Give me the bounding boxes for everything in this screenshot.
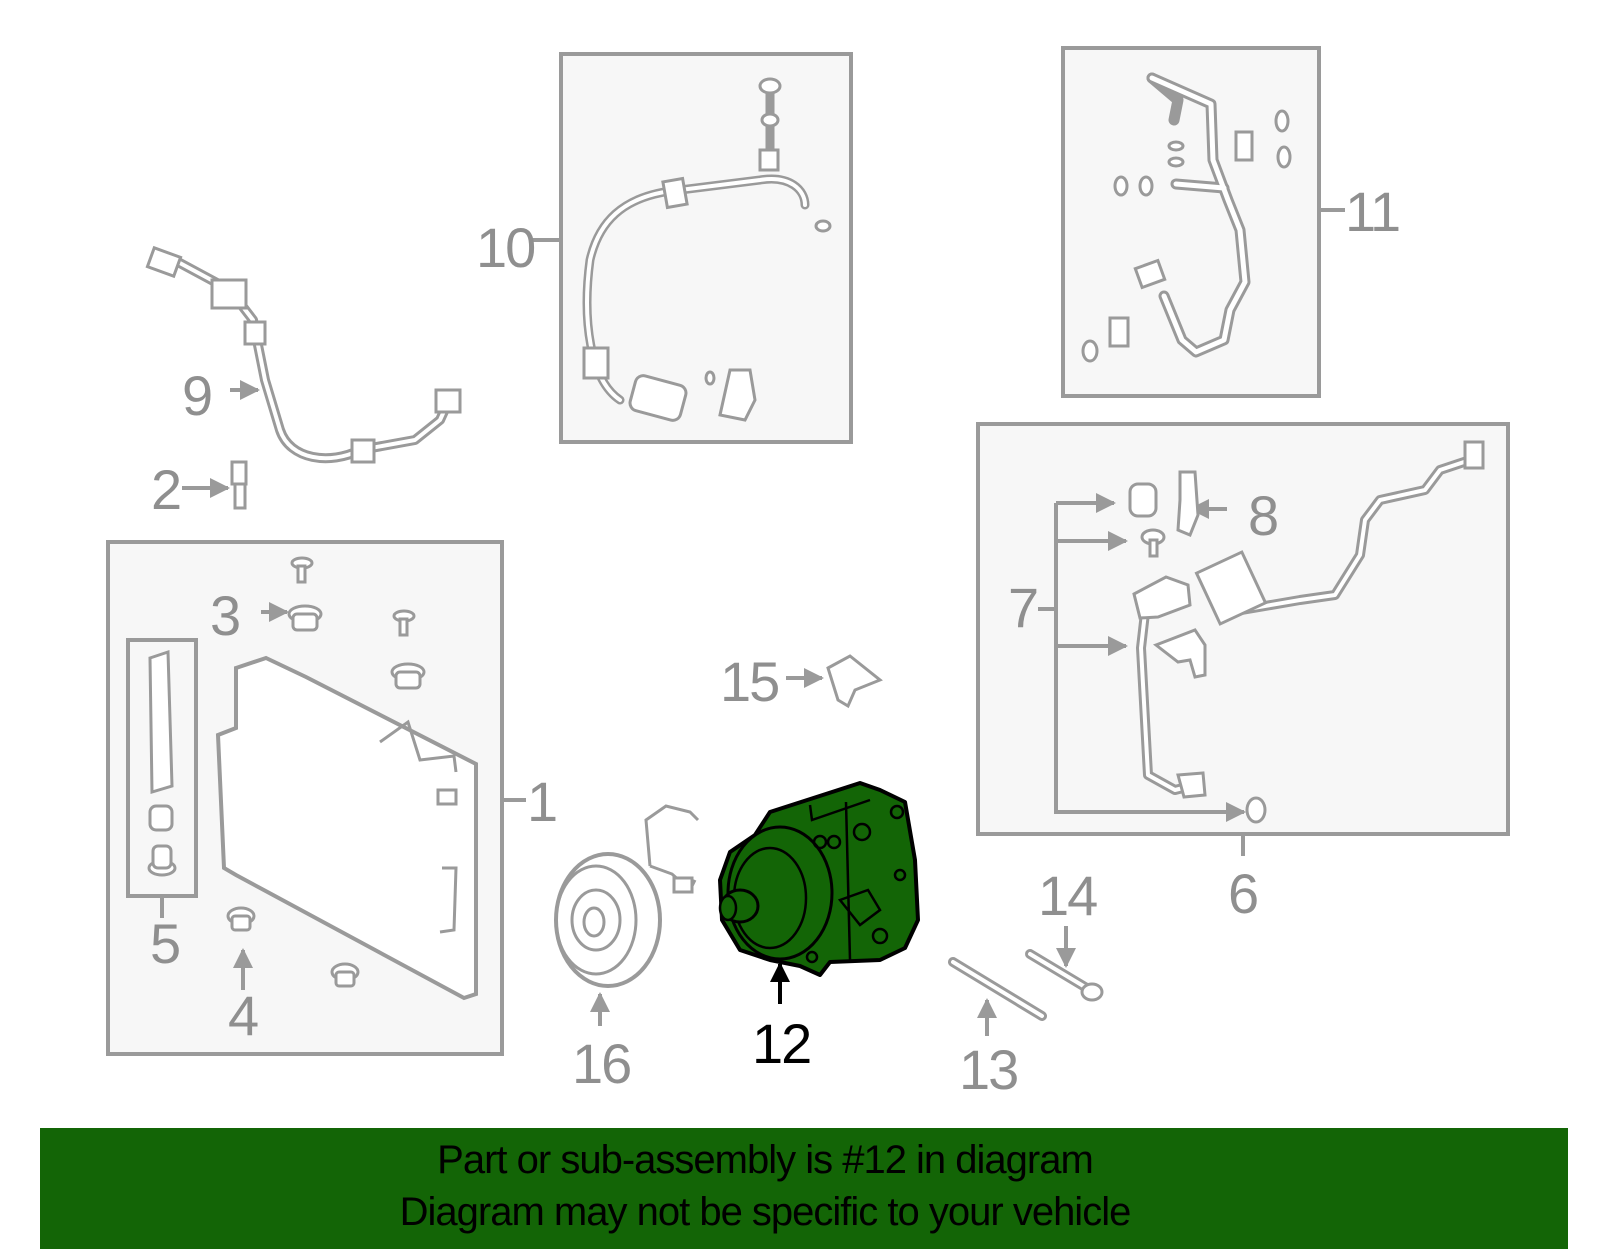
callout-2[interactable]: 2	[151, 458, 182, 521]
callout-1[interactable]: 1	[527, 770, 558, 833]
callout-12[interactable]: 12	[752, 1012, 812, 1075]
callout-14[interactable]: 14	[1038, 864, 1098, 927]
callout-15[interactable]: 15	[720, 650, 780, 713]
banner-part-note: Part or sub-assembly is #12 in diagram	[437, 1138, 1094, 1182]
callout-11[interactable]: 11	[1345, 180, 1401, 243]
callout-9[interactable]: 9	[182, 364, 213, 427]
callout-10[interactable]: 10	[476, 216, 536, 279]
callout-6[interactable]: 6	[1228, 862, 1259, 925]
part-9-hose	[145, 245, 462, 464]
callout-4[interactable]: 4	[228, 984, 259, 1047]
part-12-compressor[interactable]	[718, 781, 920, 1004]
box-part-10	[532, 52, 853, 444]
box-part-6	[976, 422, 1510, 856]
callout-5[interactable]: 5	[150, 912, 181, 975]
banner-disclaimer: Diagram may not be specific to your vehi…	[399, 1190, 1132, 1234]
callout-3[interactable]: 3	[210, 584, 241, 647]
callout-13[interactable]: 13	[959, 1038, 1019, 1101]
callout-16[interactable]: 16	[572, 1032, 632, 1095]
part-13-stud	[948, 957, 1047, 1036]
box-part-11	[1061, 46, 1345, 398]
part-15-bracket	[786, 654, 883, 709]
callout-7[interactable]: 7	[1008, 576, 1039, 639]
callout-8[interactable]: 8	[1248, 484, 1279, 547]
part-2-sensor	[182, 460, 248, 510]
box-part-1	[106, 540, 526, 1056]
info-banner: Part or sub-assembly is #12 in diagram D…	[40, 1128, 1568, 1249]
part-16-clutch	[554, 804, 700, 1026]
part-14-bolt	[1025, 926, 1104, 1002]
